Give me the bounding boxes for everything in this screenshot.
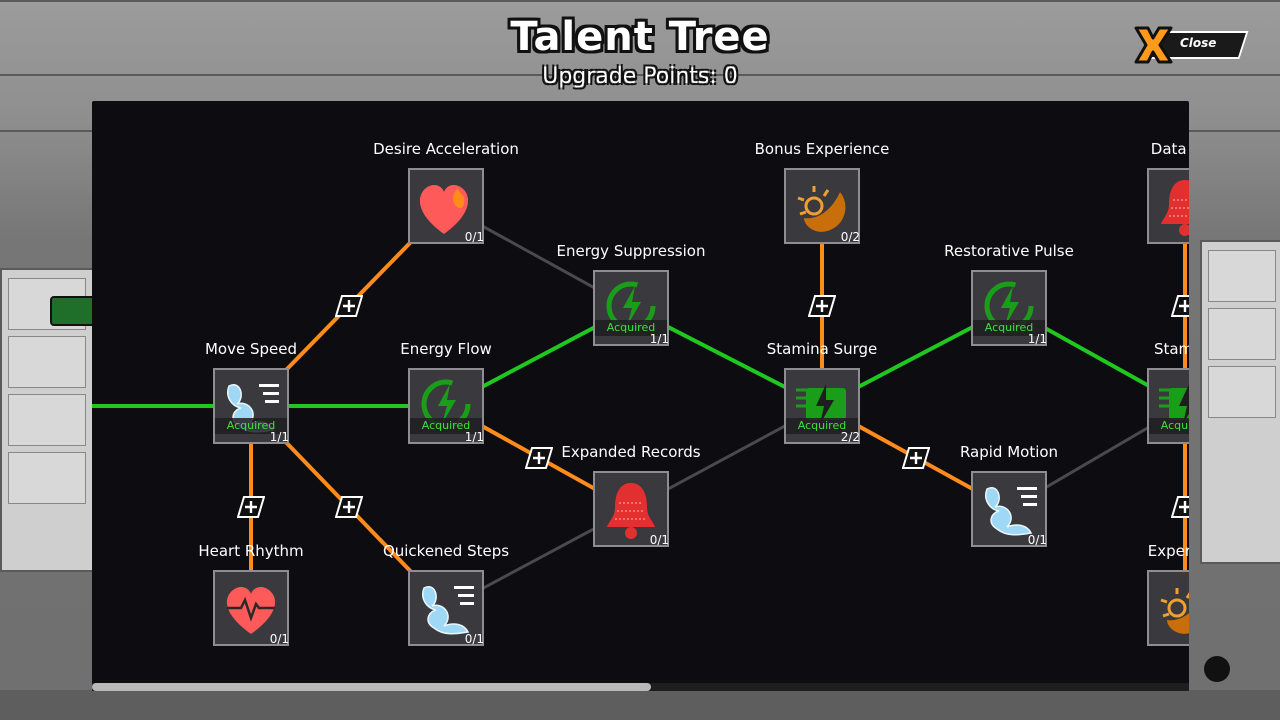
ceiling-line	[0, 0, 1280, 2]
page-title: Talent Tree	[510, 14, 770, 60]
talent-node-stamina_right[interactable]: Acquired	[1147, 368, 1189, 444]
talent-node-heart_rhythm[interactable]: 0/1	[213, 570, 289, 646]
talent-level: 2/2	[840, 430, 860, 444]
talent-label-stamina_surge: Stamina Surge	[766, 340, 878, 358]
unlock-plus-button[interactable]	[1170, 295, 1189, 317]
acquired-badge: Acquired	[786, 418, 858, 434]
talent-level: 0/1	[464, 632, 484, 646]
floor	[0, 690, 1280, 720]
unlock-plus-button[interactable]	[807, 295, 837, 317]
talent-label-expanded_records: Expanded Records	[561, 443, 701, 461]
acquired-badge: Acquired	[973, 320, 1045, 336]
acquired-badge: Acquired	[215, 418, 287, 434]
talent-label-rapid_motion: Rapid Motion	[959, 443, 1059, 461]
flaming-heart-icon	[419, 185, 469, 234]
upgrade-points: Upgrade Points: 0	[542, 64, 738, 89]
acquired-badge: Acquired	[410, 418, 482, 434]
talent-label-experience_right: Experienc	[1147, 542, 1189, 560]
unlock-plus-button[interactable]	[236, 496, 266, 518]
plus-icon	[524, 446, 553, 469]
bell-icon	[607, 483, 655, 539]
talent-node-expanded_records[interactable]: 0/1	[593, 471, 669, 547]
floor-object	[1204, 656, 1230, 682]
talent-level: 1/1	[649, 332, 669, 346]
unlock-plus-button[interactable]	[901, 446, 930, 469]
talent-label-move_speed: Move Speed	[204, 340, 297, 358]
talent-label-stamina_right: Stamina	[1153, 340, 1189, 358]
horizontal-scrollbar-thumb[interactable]	[92, 683, 651, 691]
talent-label-bonus_experience: Bonus Experience	[754, 140, 890, 158]
talent-level: 0/1	[269, 632, 289, 646]
talent-label-energy_suppression: Energy Suppression	[556, 242, 706, 260]
close-button[interactable]: Close	[1130, 22, 1249, 68]
talent-level: 0/2	[840, 230, 860, 244]
talent-node-quickened_steps[interactable]: 0/1	[408, 570, 484, 646]
talent-label-heart_rhythm: Heart Rhythm	[198, 542, 304, 560]
talent-label-desire_acceleration: Desire Acceleration	[373, 140, 519, 158]
bell-icon	[1161, 180, 1189, 236]
wind-dash-icon	[985, 487, 1037, 536]
talent-node-rapid_motion[interactable]: 0/1	[971, 471, 1047, 547]
header: Talent Tree Upgrade Points: 0	[0, 0, 1280, 100]
close-button-label: Close	[1180, 36, 1217, 50]
unlock-plus-button[interactable]	[334, 295, 363, 317]
plus-icon	[236, 496, 266, 518]
unlock-plus-button[interactable]	[524, 446, 553, 469]
x-icon	[1134, 26, 1173, 64]
plus-icon	[334, 295, 363, 317]
talent-node-experience_right[interactable]	[1147, 570, 1189, 646]
talent-label-restorative_pulse: Restorative Pulse	[944, 242, 1074, 260]
talent-label-data_exp: Data Exp	[1150, 140, 1189, 158]
ceiling-line	[1189, 130, 1280, 132]
talent-level: 1/1	[269, 430, 289, 444]
acquired-badge: Acquired	[1149, 418, 1189, 434]
talent-label-energy_flow: Energy Flow	[400, 340, 492, 358]
wind-dash-icon	[422, 586, 474, 635]
heartbeat-icon	[226, 587, 276, 634]
plus-icon	[1170, 496, 1189, 518]
sun-moon-icon	[1160, 588, 1189, 634]
acquired-badge: Acquired	[595, 320, 667, 336]
sun-moon-icon	[797, 186, 846, 232]
talent-level: 1/1	[464, 430, 484, 444]
ceiling-line	[0, 130, 92, 132]
talent-level: 1/1	[1027, 332, 1047, 346]
plus-icon	[807, 295, 837, 317]
filing-cabinet	[1200, 240, 1280, 564]
talent-level: 0/1	[464, 230, 484, 244]
side-tab	[50, 296, 100, 326]
talent-node-data_exp[interactable]	[1147, 168, 1189, 244]
battery-bolt-icon	[1159, 384, 1189, 424]
plus-icon	[1170, 295, 1189, 317]
ceiling-line	[0, 74, 1280, 76]
talent-level: 0/1	[1027, 533, 1047, 547]
plus-icon	[901, 446, 930, 469]
unlock-plus-button[interactable]	[1170, 496, 1189, 518]
talent-node-bonus_experience[interactable]: 0/2	[784, 168, 860, 244]
talent-label-quickened_steps: Quickened Steps	[382, 542, 510, 560]
battery-bolt-icon	[796, 384, 846, 424]
unlock-plus-button[interactable]	[334, 496, 363, 518]
talent-level: 0/1	[649, 533, 669, 547]
talent-node-desire_acceleration[interactable]: 0/1	[408, 168, 484, 244]
plus-icon	[334, 496, 363, 518]
